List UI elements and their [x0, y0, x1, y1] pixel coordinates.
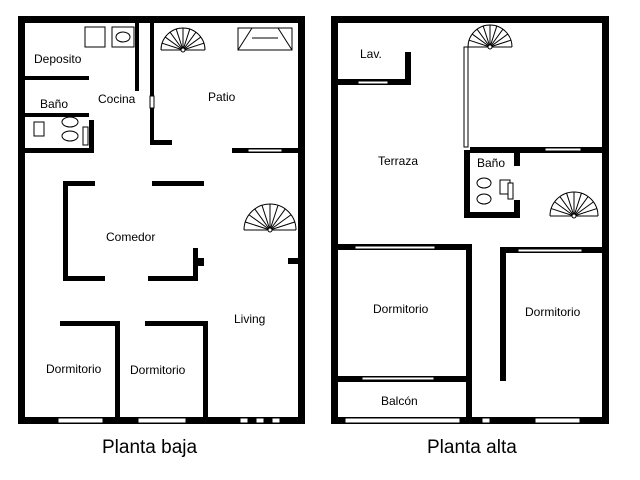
staircase-tread: [489, 25, 498, 48]
staircase-tread: [182, 36, 202, 51]
room-label-dormitorio: Dormitorio: [373, 302, 429, 316]
staircase-tread: [482, 25, 491, 48]
staircase-core: [571, 213, 577, 219]
room-label-dormitorio: Dormitorio: [130, 363, 186, 377]
staircase-tread: [169, 31, 184, 51]
ground-floor-walls: [18, 16, 305, 424]
staircase-tread: [573, 193, 582, 217]
staircase-tread: [269, 208, 286, 231]
staircase-core: [180, 47, 186, 53]
room-label-lavadero: Lav.: [360, 47, 382, 61]
staircase-tread: [269, 214, 292, 231]
room-label-cocina: Cocina: [98, 92, 136, 106]
staircase-tread: [471, 33, 491, 48]
upper-floor-caption: Planta alta: [427, 437, 517, 458]
upper-floor-plan: Lav. Terraza Baño Dormitorio Dormitorio …: [331, 16, 609, 458]
staircase-tread: [269, 205, 279, 231]
staircase-core: [487, 44, 493, 50]
staircase-tread: [489, 39, 512, 48]
staircase-tread: [269, 221, 295, 231]
room-label-bano: Baño: [40, 97, 68, 111]
ground-floor-plan: Deposito Cocina Patio Baño Comedor Livin…: [18, 16, 305, 458]
staircase-core: [267, 227, 273, 233]
staircase-tread: [476, 28, 491, 48]
staircase-tread: [161, 42, 184, 51]
staircase-tread: [559, 196, 575, 217]
spiral-staircase-icon: [467, 24, 513, 50]
stove-hood-icon: [237, 27, 293, 51]
toilet-icon: [476, 177, 514, 205]
staircase-tread: [573, 196, 589, 217]
toilet-icon: [33, 116, 89, 146]
staircase-tread: [182, 28, 191, 51]
spiral-staircase-icon: [160, 27, 206, 53]
kitchen-sink-icon: [84, 26, 135, 48]
spiral-staircase-icon: [243, 203, 297, 233]
staircase-tread: [182, 42, 205, 51]
staircase-tread: [245, 221, 271, 231]
ground-floor-caption: Planta baja: [102, 437, 198, 458]
room-label-terraza: Terraza: [378, 154, 418, 168]
upper-floor-walls: [331, 16, 609, 424]
staircase-tread: [573, 201, 594, 217]
room-label-balcon: Balcón: [381, 394, 418, 408]
staircase-tread: [248, 214, 271, 231]
room-label-comedor: Comedor: [106, 230, 155, 244]
room-label-patio: Patio: [208, 90, 236, 104]
staircase-tread: [261, 205, 271, 231]
staircase-tread: [489, 33, 509, 48]
staircase-tread: [554, 201, 575, 217]
staircase-tread: [182, 31, 197, 51]
spiral-staircase-icon: [549, 191, 599, 219]
staircase-tread: [468, 39, 491, 48]
staircase-tread: [254, 208, 271, 231]
room-label-bano: Baño: [477, 156, 505, 170]
room-label-dormitorio: Dormitorio: [46, 362, 102, 376]
staircase-tread: [573, 208, 597, 217]
staircase-tread: [489, 28, 504, 48]
staircase-tread: [551, 208, 575, 217]
staircase-tread: [164, 36, 184, 51]
room-label-living: Living: [234, 312, 265, 326]
staircase-tread: [566, 193, 575, 217]
room-label-dormitorio: Dormitorio: [525, 305, 581, 319]
room-label-deposito: Deposito: [34, 52, 82, 66]
staircase-tread: [175, 28, 184, 51]
